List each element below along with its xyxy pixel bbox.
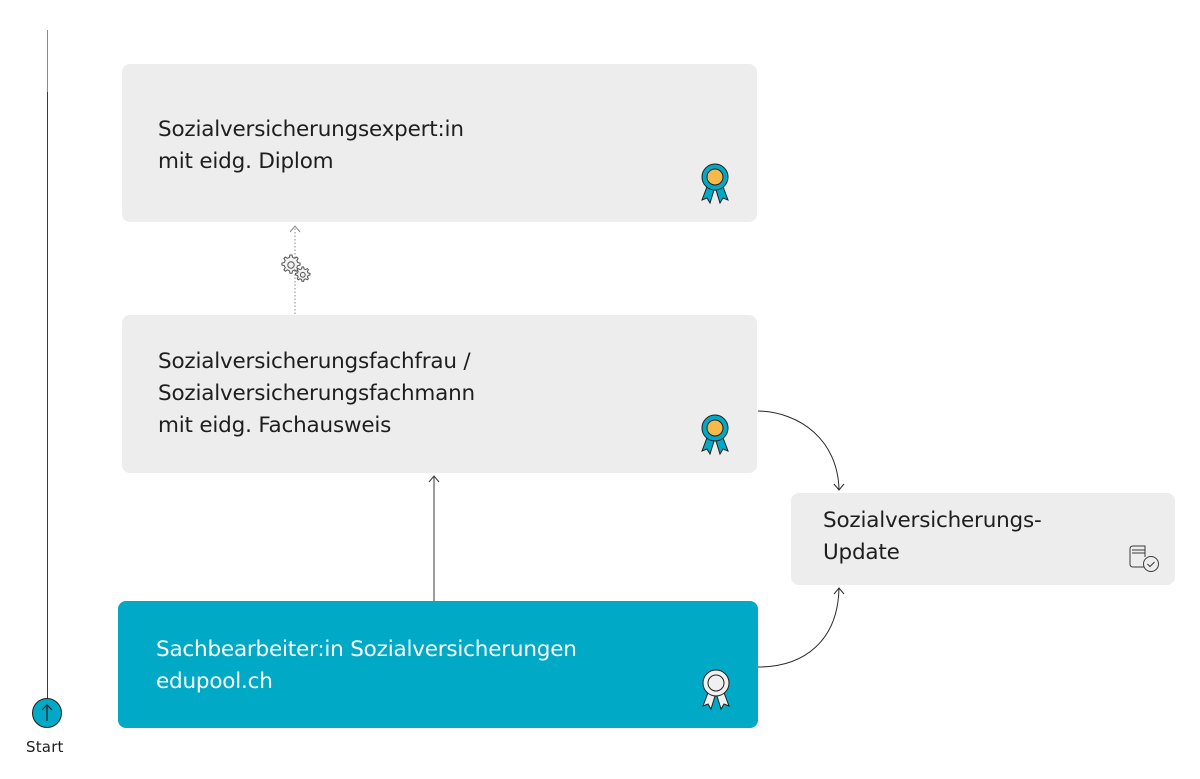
award-ribbon-gold-icon [701, 414, 729, 456]
connector-fachausweis-to-expert [289, 225, 301, 314]
card-title: Sozialversicherungsfachfrau / Sozialvers… [158, 349, 475, 438]
card-sozialversicherungs-update[interactable]: Sozialversicherungs- Update [791, 493, 1175, 585]
card-title: Sachbearbeiter:in Sozialversicherungen e… [156, 637, 577, 694]
connector-sachbearbeiter-to-update [757, 587, 845, 668]
card-sozialversicherungsfachausweis[interactable]: Sozialversicherungsfachfrau / Sozialvers… [122, 315, 757, 473]
start-label: Start [26, 738, 64, 756]
timeline-line [47, 30, 48, 698]
award-ribbon-silver-icon [702, 669, 730, 711]
card-title: Sozialversicherungs- Update [823, 508, 1042, 565]
arrow-up-icon [41, 704, 53, 721]
book-check-icon [1129, 545, 1159, 572]
connector-fachausweis-to-update [757, 410, 845, 491]
card-title: Sozialversicherungsexpert:in mit eidg. D… [158, 117, 464, 174]
gears-icon [281, 254, 311, 282]
timeline-line-top [47, 30, 48, 92]
connector-sachbearbeiter-to-fachausweis [428, 475, 440, 601]
start-button[interactable] [32, 698, 62, 728]
card-sozialversicherungsexpert[interactable]: Sozialversicherungsexpert:in mit eidg. D… [122, 64, 757, 222]
award-ribbon-gold-icon [701, 163, 729, 205]
card-sachbearbeiter-sozialversicherungen[interactable]: Sachbearbeiter:in Sozialversicherungen e… [118, 601, 758, 728]
